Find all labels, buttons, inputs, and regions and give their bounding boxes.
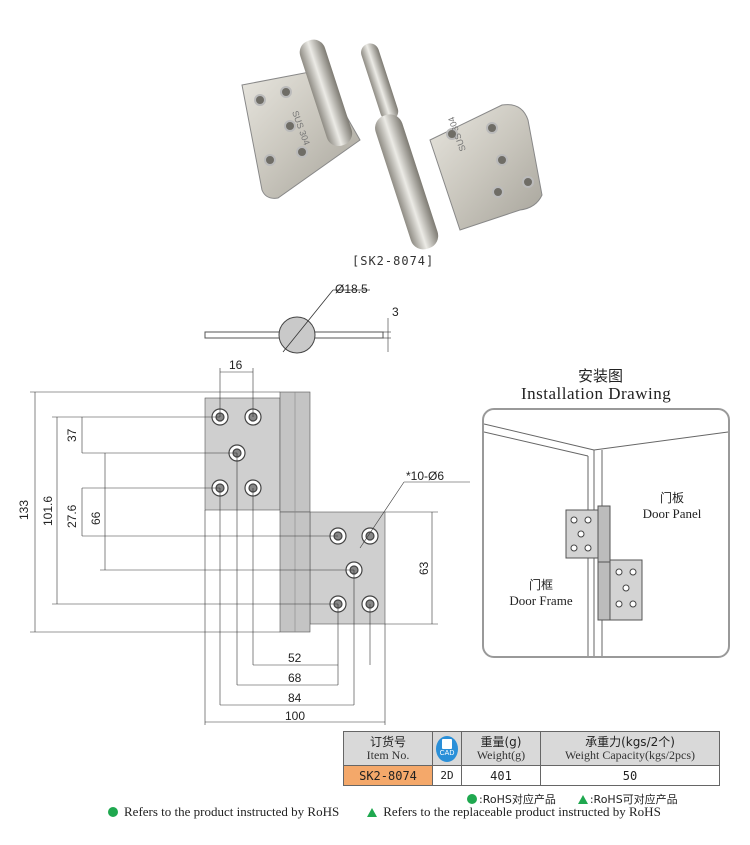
- dim-52: 52: [288, 651, 302, 665]
- door-panel-cn: 门板: [659, 491, 684, 505]
- rohs-circle-icon: [467, 794, 477, 804]
- door-frame-cn: 门框: [528, 578, 553, 592]
- dim-84: 84: [288, 691, 302, 705]
- rohs-legend-circle-text: :RoHS对应产品: [479, 793, 556, 806]
- header-weight-cn: 重量(g): [480, 734, 522, 749]
- rohs-note-triangle-text: Refers to the replaceable product instru…: [383, 804, 661, 819]
- hole-label: *10-Ø6: [406, 469, 444, 483]
- rohs-triangle-icon: [577, 794, 588, 804]
- door-panel-en: Door Panel: [642, 506, 702, 521]
- door-frame-en: Door Frame: [509, 593, 573, 608]
- dimension-drawing: 16 133 101.6 37 27.6 66 63 52 68 84 100 …: [17, 360, 470, 725]
- dim-63: 63: [417, 561, 431, 575]
- installation-title-cn: 安装图: [578, 367, 624, 385]
- dim-100: 100: [285, 709, 305, 723]
- rohs-note-circle-text: Refers to the product instructed by RoHS: [124, 804, 340, 819]
- rohs-notes: Refers to the product instructed by RoHS…: [108, 804, 661, 820]
- installation-drawing: [484, 423, 728, 656]
- spec-table: 订货号 Item No. CAD 重量(g) Weight(g) 承重力(kgs…: [343, 731, 720, 786]
- cad-cell[interactable]: 2D: [432, 765, 462, 786]
- header-capacity-cn: 承重力(kgs/2个): [585, 734, 675, 749]
- dim-16: 16: [229, 360, 243, 372]
- rohs-legend-cn: :RoHS对应产品 :RoHS可对应产品: [467, 791, 678, 807]
- weight-cell: 401: [461, 765, 541, 786]
- cad-icon[interactable]: CAD: [436, 735, 458, 762]
- header-item: 订货号 Item No.: [343, 731, 433, 766]
- product-photo: SUS 304 SUS 304: [241, 39, 543, 250]
- table-row: SK2-8074 2D 401 50: [343, 765, 720, 786]
- side-view-drawing: Ø18.5 3: [204, 282, 399, 354]
- rohs-note-triangle-icon: [367, 807, 378, 817]
- diameter-label: Ø18.5: [335, 282, 368, 296]
- dim-68: 68: [288, 671, 302, 685]
- header-weight: 重量(g) Weight(g): [461, 731, 541, 766]
- rohs-note-circle-icon: [108, 807, 118, 817]
- thickness-label: 3: [392, 305, 399, 319]
- header-item-en: Item No.: [366, 747, 410, 762]
- header-cad: CAD: [432, 731, 462, 766]
- dim-37: 37: [65, 428, 79, 442]
- door-panel-label: 门板 Door Panel: [632, 491, 712, 521]
- dim-66: 66: [89, 511, 103, 525]
- rohs-legend-triangle-text: :RoHS可对应产品: [589, 793, 678, 806]
- capacity-cell: 50: [540, 765, 720, 786]
- item-no-cell[interactable]: SK2-8074: [343, 765, 433, 786]
- door-frame-label: 门框 Door Frame: [500, 578, 582, 608]
- header-capacity-en: Weight Capacity(kgs/2pcs): [564, 747, 695, 762]
- installation-panel: [482, 408, 730, 658]
- header-item-cn: 订货号: [369, 734, 406, 749]
- dim-27-6: 27.6: [65, 504, 79, 528]
- header-capacity: 承重力(kgs/2个) Weight Capacity(kgs/2pcs): [540, 731, 720, 766]
- header-weight-en: Weight(g): [476, 747, 526, 762]
- installation-title-en: Installation Drawing: [521, 384, 672, 403]
- cad-icon-text: CAD: [439, 749, 455, 757]
- dim-101-6: 101.6: [41, 496, 55, 526]
- product-code: [SK2-8074]: [352, 254, 435, 268]
- dim-133: 133: [17, 500, 31, 520]
